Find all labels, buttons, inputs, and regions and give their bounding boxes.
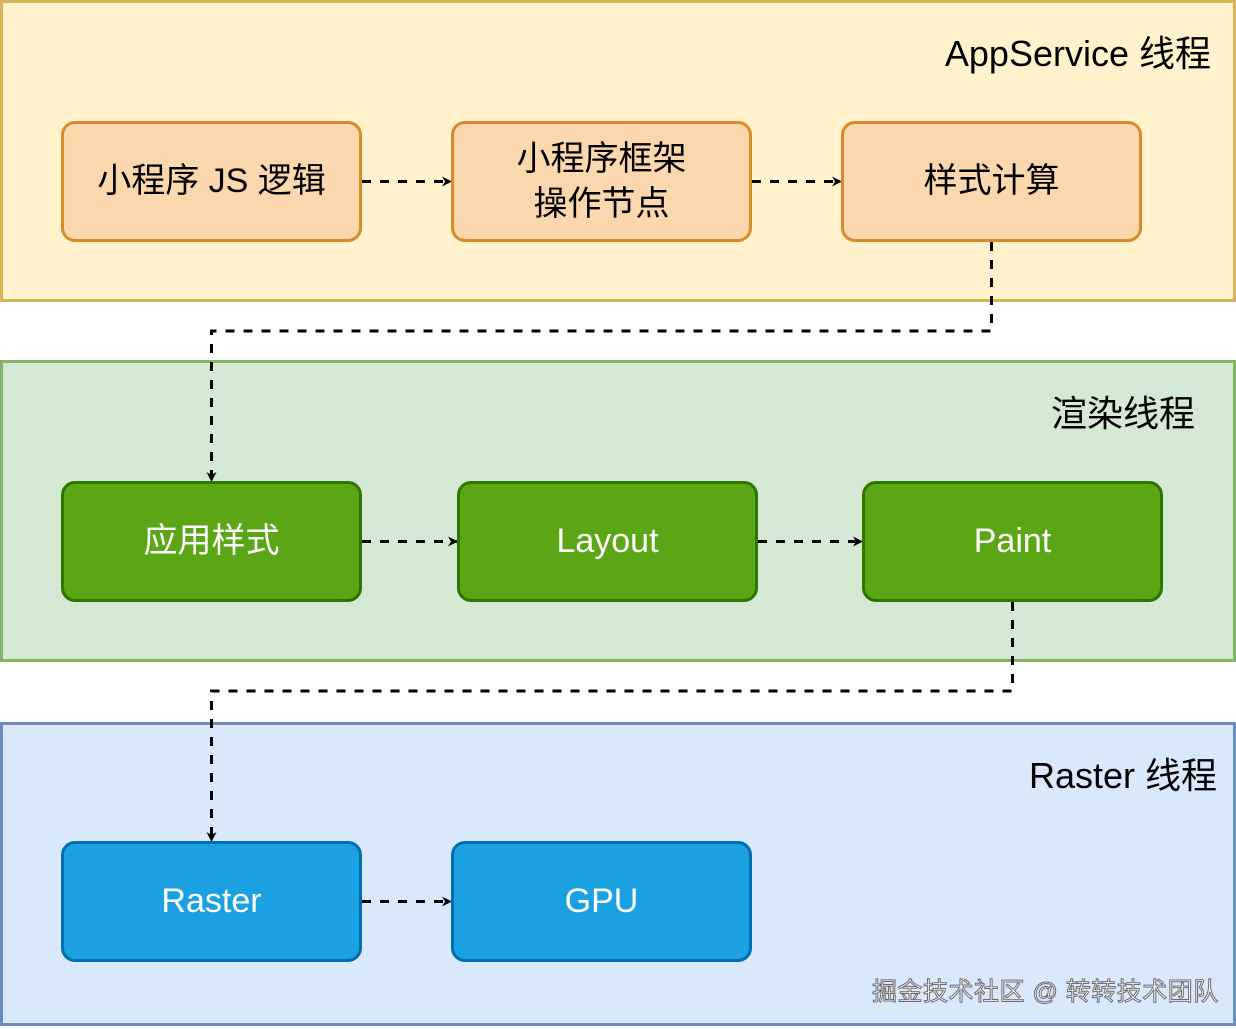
watermark: 掘金技术社区 @ 转转技术团队	[872, 978, 1219, 1007]
node-paint: Paint	[862, 481, 1163, 602]
node-gpu-label: GPU	[564, 882, 639, 921]
edge-paint-to-raster	[206, 602, 1014, 842]
node-style-calc-label: 样式计算	[923, 162, 1060, 201]
node-js-logic-label: 小程序 JS 逻辑	[97, 162, 326, 201]
node-gpu: GPU	[451, 841, 752, 962]
node-framework-ops: 小程序框架 操作节点	[451, 121, 752, 242]
node-raster: Raster	[61, 841, 362, 962]
node-apply-style-label: 应用样式	[143, 522, 280, 561]
node-raster-label: Raster	[161, 882, 262, 921]
node-layout: Layout	[457, 481, 758, 602]
node-layout-label: Layout	[556, 522, 659, 561]
node-style-calc: 样式计算	[841, 121, 1142, 242]
node-apply-style: 应用样式	[61, 481, 362, 602]
lane-title-raster: Raster 线程	[1028, 755, 1217, 796]
node-js-logic: 小程序 JS 逻辑	[61, 121, 362, 242]
edge-style_calc-to-apply_style	[206, 242, 993, 482]
lane-title-render: 渲染线程	[1050, 393, 1195, 434]
node-paint-label: Paint	[973, 522, 1052, 561]
lane-title-appservice: AppService 线程	[944, 33, 1211, 74]
node-framework-ops-label-1: 小程序框架	[516, 140, 687, 179]
node-framework-ops-label-2: 操作节点	[533, 184, 670, 223]
